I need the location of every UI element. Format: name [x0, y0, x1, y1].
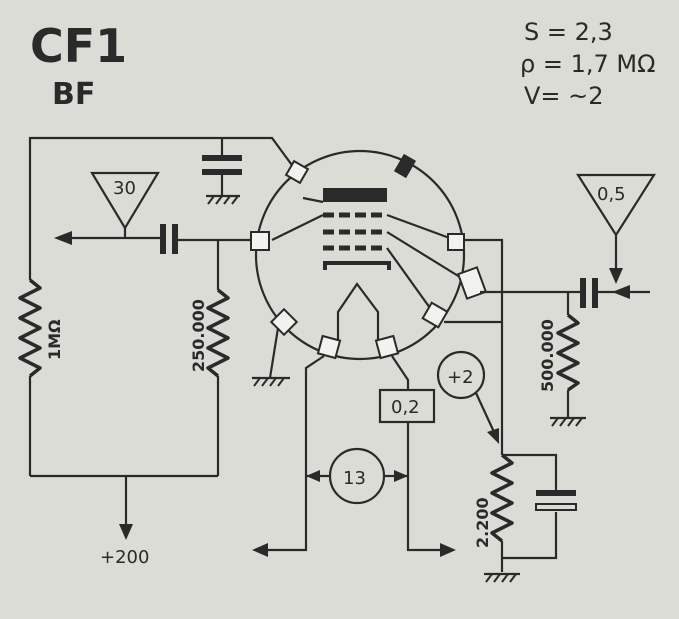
tube-pins	[250, 153, 488, 360]
heater-box-label: 0,2	[391, 397, 420, 418]
heater-current-label: 13	[343, 468, 366, 489]
bias-indicator-label: +2	[447, 367, 474, 388]
top-cap-ground	[206, 194, 240, 205]
supply-bus	[30, 474, 218, 540]
resistor-250k	[206, 288, 230, 476]
tube-pin-anode	[456, 266, 488, 300]
tube-pin-top-left	[284, 159, 310, 185]
resistor-500k-label: 500.000	[538, 319, 557, 392]
top-bus-wire	[28, 136, 298, 280]
output-capacitor	[580, 278, 650, 308]
supply-voltage-label: +200	[100, 547, 149, 568]
plate-wiring	[444, 238, 580, 455]
resistor-2200-label: 2.200	[473, 497, 492, 548]
input-triangle-label: 30	[113, 178, 136, 199]
resistor-1mohm-label: 1MΩ	[45, 319, 64, 360]
input-signal-line	[54, 224, 258, 290]
tube-pin-filament-left	[316, 334, 342, 360]
tube-pin-top-right	[393, 153, 417, 179]
param-slope: S = 2,3	[524, 18, 613, 46]
tube-pin-shield	[269, 307, 299, 337]
resistor-500k	[550, 292, 586, 427]
resistor-250k-label: 250.000	[189, 299, 208, 372]
tube-anode-plate	[323, 188, 387, 202]
shield-ground	[252, 327, 290, 387]
tube-envelope	[254, 149, 466, 361]
tube-internal-leads	[271, 196, 469, 316]
heater-wiring	[252, 355, 456, 557]
resistor-1mohm	[18, 278, 42, 476]
tube-filament	[336, 282, 380, 345]
tube-name: CF1	[30, 19, 127, 73]
tube-function: BF	[52, 77, 95, 112]
top-capacitor	[202, 155, 242, 195]
tube-pin-right-upper	[447, 233, 465, 251]
resistor-2200	[490, 453, 514, 572]
param-voltage: V= ~2	[524, 82, 604, 110]
tube-electrodes	[323, 188, 391, 345]
heater-current-indicator: 13	[306, 447, 408, 505]
tube-pin-filament-right	[374, 334, 400, 360]
input-triangle: 30	[90, 171, 160, 238]
output-triangle-label: 0,5	[597, 184, 626, 205]
param-resistance: ρ = 1,7 MΩ	[520, 50, 655, 78]
heater-box: 0,2	[378, 388, 436, 424]
cathode-ground	[484, 572, 520, 583]
bypass-capacitor	[502, 453, 577, 560]
tube-pin-right-lower	[421, 301, 449, 329]
output-triangle: 0,5	[576, 173, 656, 284]
tube-pin-grid	[250, 231, 270, 251]
bias-indicator: +2	[436, 350, 499, 444]
